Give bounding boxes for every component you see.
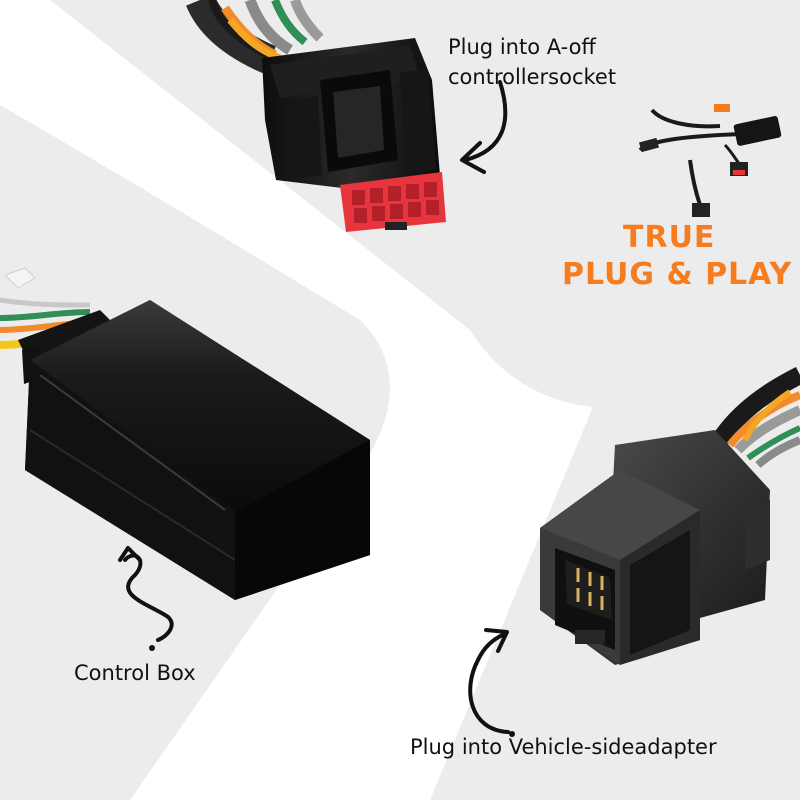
promo-true: TRUE <box>623 220 716 255</box>
product-thumbnail <box>638 104 782 217</box>
control-box <box>0 267 370 600</box>
label-a-off-line1: Plug into A-off <box>448 35 596 59</box>
arrow-head-icon <box>460 141 486 174</box>
label-a-off-line2: controllersocket <box>448 65 617 89</box>
label-vehicle-side-adapter: Plug into Vehicle-sideadapter <box>410 735 717 759</box>
vehicle-side-adapter <box>540 366 800 665</box>
a-off-connector <box>186 0 446 232</box>
promo-plug-and-play: PLUG & PLAY <box>562 257 793 292</box>
label-a-off-controller-socket: Plug into A-off controllersocket <box>448 32 616 92</box>
curved-arrow-icon-bottom <box>468 632 510 734</box>
label-control-box: Control Box <box>74 661 196 685</box>
curved-arrow-icon <box>463 80 508 162</box>
